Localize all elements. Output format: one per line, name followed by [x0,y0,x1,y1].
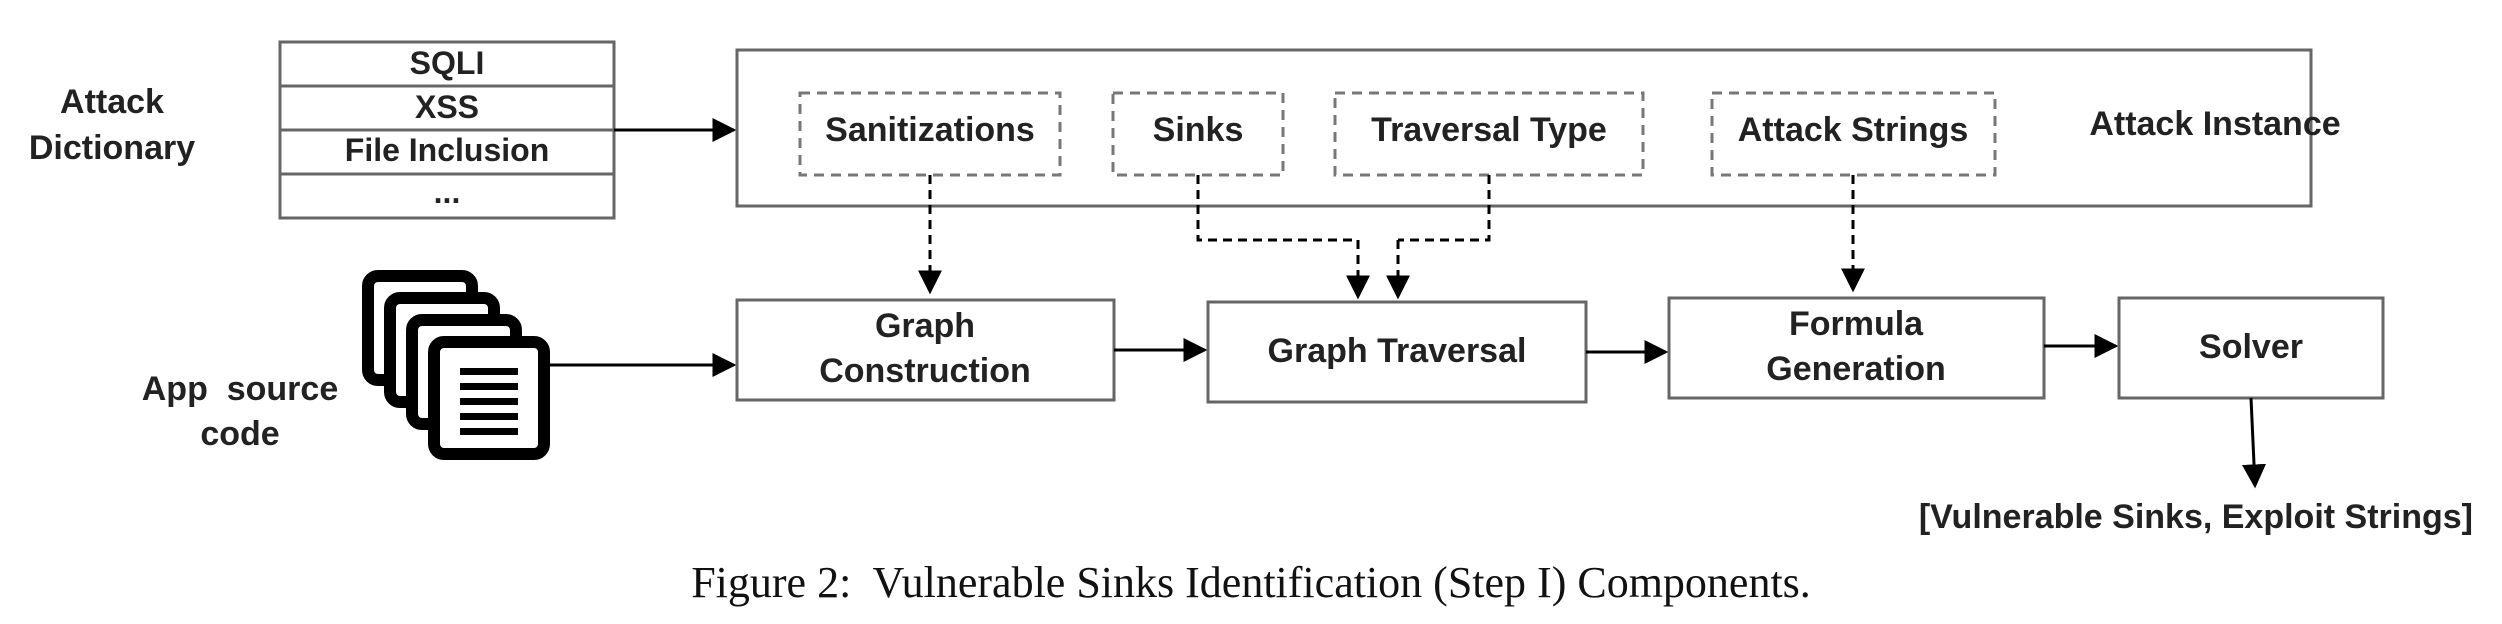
output-label: [Vulnerable Sinks, Exploit Strings] [1919,498,2473,536]
traversal-type-label: Traversal Type [1371,111,1607,149]
graph-construction-label-2: Construction [819,352,1031,390]
dictionary-entry-xss: XSS [415,89,479,125]
dashed-connector-traversal [1398,175,1491,242]
dictionary-entry-sqli: SQLI [410,45,485,81]
graph-traversal-box [1206,300,1588,404]
dictionary-entry-file-inclusion: File Inclusion [345,132,549,168]
attack-dictionary-table: SQLI XSS File Inclusion ... [278,40,616,220]
graph-construction-label-1: Graph [875,307,975,345]
attack-strings-label: Attack Strings [1738,111,1969,149]
formula-generation-label-2: Generation [1766,350,1945,388]
attack-dictionary-label-1: Attack [60,83,164,121]
solver-label: Solver [2199,328,2303,366]
app-source-label-1: App source [142,370,338,408]
document-stack-icon [362,270,550,460]
sanitizations-label: Sanitizations [825,111,1035,149]
dashed-connector-sinks [1196,175,1358,242]
attack-strings-box [1710,91,1997,177]
app-source-label-2: code [200,415,279,453]
figure-caption: Figure 2: Vulnerable Sinks Identificatio… [691,558,1811,607]
formula-generation-box [1667,296,2046,400]
arrow-solver-to-output [2242,397,2267,489]
formula-generation-label-1: Formula [1789,305,1924,343]
attack-instance-label: Attack Instance [2089,105,2340,143]
dictionary-entry-more: ... [434,174,461,210]
solver-box [2117,296,2385,400]
attack-instance-box [735,48,2313,208]
attack-dictionary-label-2: Dictionary [29,129,195,167]
sinks-box [1111,91,1285,177]
graph-traversal-label: Graph Traversal [1268,332,1527,370]
sinks-label: Sinks [1153,111,1244,149]
